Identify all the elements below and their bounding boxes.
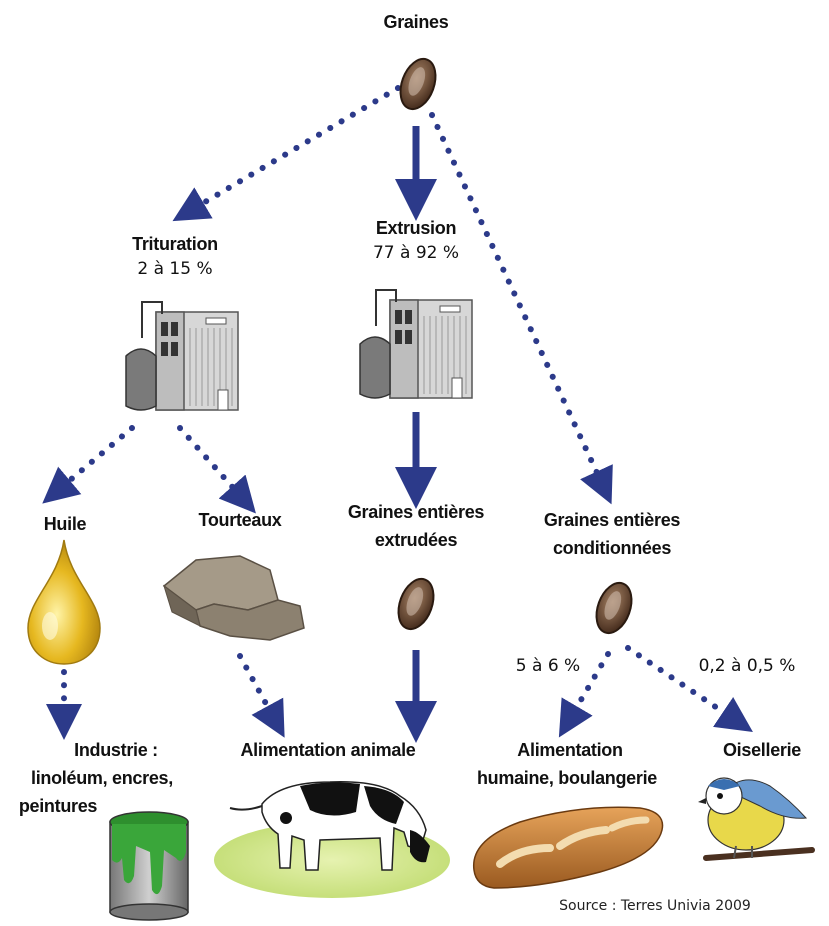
bread-icon — [473, 806, 664, 889]
node-label-industrie-1: Industrie : — [74, 740, 158, 760]
seed-icon — [397, 577, 435, 631]
node-label-oisellerie: Oisellerie — [722, 740, 802, 760]
share-trituration: 2 à 15 % — [137, 259, 213, 279]
factory-icon — [125, 301, 239, 411]
source-note: Source : Terres Univia 2009 — [559, 898, 751, 914]
edge-root-trituration — [172, 85, 401, 222]
edges — [42, 85, 753, 743]
edge-tourteaux-animale — [237, 653, 285, 738]
node-label-industrie-3: peintures — [18, 796, 98, 816]
oil-drop-icon — [27, 539, 101, 665]
share-humaine: 5 à 6 % — [515, 656, 581, 676]
edge-conditionnees-humaine — [558, 651, 611, 738]
node-label-tourteaux: Tourteaux — [198, 510, 282, 530]
node-label-industrie-2: linoléum, encres, — [31, 768, 173, 788]
node-label-trituration: Trituration — [132, 234, 218, 254]
node-label-humaine-2: humaine, boulangerie — [476, 768, 658, 788]
node-label-conditionnees-1: Graines entières — [543, 510, 681, 530]
edge-trituration-huile — [42, 425, 135, 504]
cow-icon — [229, 781, 430, 871]
node-label-graines: Graines — [383, 12, 449, 32]
bird-icon — [698, 777, 815, 861]
factory-icon — [359, 289, 473, 399]
oilcake-icon — [162, 555, 305, 641]
edge-root-conditionnees — [429, 112, 613, 505]
node-label-alimentation-animale: Alimentation animale — [240, 740, 416, 760]
seed-icon — [595, 581, 633, 635]
paint-can-icon — [109, 811, 189, 921]
edge-conditionnees-oisellerie — [625, 645, 753, 733]
edge-trituration-tourteaux — [177, 425, 256, 514]
share-extrusion: 77 à 92 % — [372, 243, 460, 263]
node-label-extrusion: Extrusion — [375, 218, 457, 238]
node-label-extrudees-2: extrudées — [374, 530, 458, 550]
node-label-extrudees-1: Graines entières — [347, 502, 485, 522]
seed-icon — [399, 57, 437, 111]
node-label-huile: Huile — [43, 514, 87, 534]
node-label-conditionnees-2: conditionnées — [552, 538, 672, 558]
node-label-humaine-1: Alimentation — [517, 740, 623, 760]
share-oisellerie: 0,2 à 0,5 % — [698, 656, 796, 676]
